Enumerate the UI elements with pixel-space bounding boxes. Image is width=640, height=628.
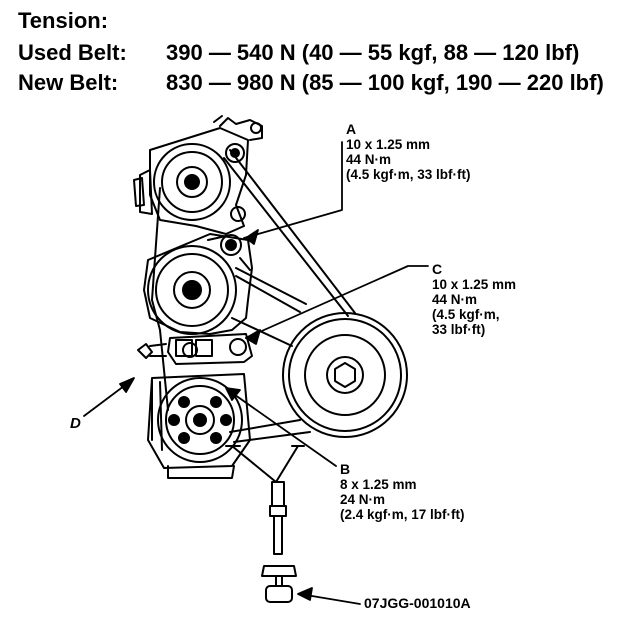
new-belt-row: New Belt: 830 — 980 N (85 — 100 kgf, 190 … [18,70,604,96]
new-belt-value: 830 — 980 N (85 — 100 kgf, 190 — 220 lbf… [166,70,604,95]
used-belt-label: Used Belt: [18,40,127,65]
callout-a-letter: A [346,121,357,137]
compressor-assembly [137,333,253,479]
callout-c: C 10 x 1.25 mm 44 N·m (4.5 kgf·m, 33 lbf… [432,261,517,338]
callout-c-letter: C [432,261,443,277]
callout-b-letter: B [340,461,351,477]
upper-pulley-assembly [133,115,263,235]
callout-b-bolt: 8 x 1.25 mm [340,477,417,492]
drive-belt [151,149,356,443]
tension-title: Tension: [18,8,109,33]
crankshaft-pulley [282,312,408,438]
callout-c-bolt: 10 x 1.25 mm [432,277,517,292]
leader-b [227,389,337,467]
callout-c-torque: 44 N·m [432,292,478,307]
new-belt-label: New Belt: [18,70,119,95]
callout-a-bolt: 10 x 1.25 mm [346,137,431,152]
callout-c-alt1: (4.5 kgf·m, [432,307,500,322]
tension-tool [225,445,305,603]
callout-a-alt: (4.5 kgf·m, 33 lbf·ft) [346,167,471,182]
leader-lines [83,141,429,605]
callout-a: A 10 x 1.25 mm 44 N·m (4.5 kgf·m, 33 lbf… [346,121,471,183]
callout-d-letter: D [70,415,81,432]
tool-label: 07JGG-001010A [364,595,471,611]
leader-a [243,141,343,239]
used-belt-value: 390 — 540 N (40 — 55 kgf, 88 — 120 lbf) [166,40,580,65]
callout-b-alt: (2.4 kgf·m, 17 lbf·ft) [340,507,465,522]
middle-pulley-assembly [143,233,253,335]
callout-a-torque: 44 N·m [346,152,392,167]
used-belt-row: Used Belt: 390 — 540 N (40 — 55 kgf, 88 —… [18,40,579,66]
callout-c-alt2: 33 lbf·ft) [432,322,486,337]
leader-c [245,265,429,339]
callout-b-torque: 24 N·m [340,492,386,507]
callout-b: B 8 x 1.25 mm 24 N·m (2.4 kgf·m, 17 lbf·… [340,461,465,523]
